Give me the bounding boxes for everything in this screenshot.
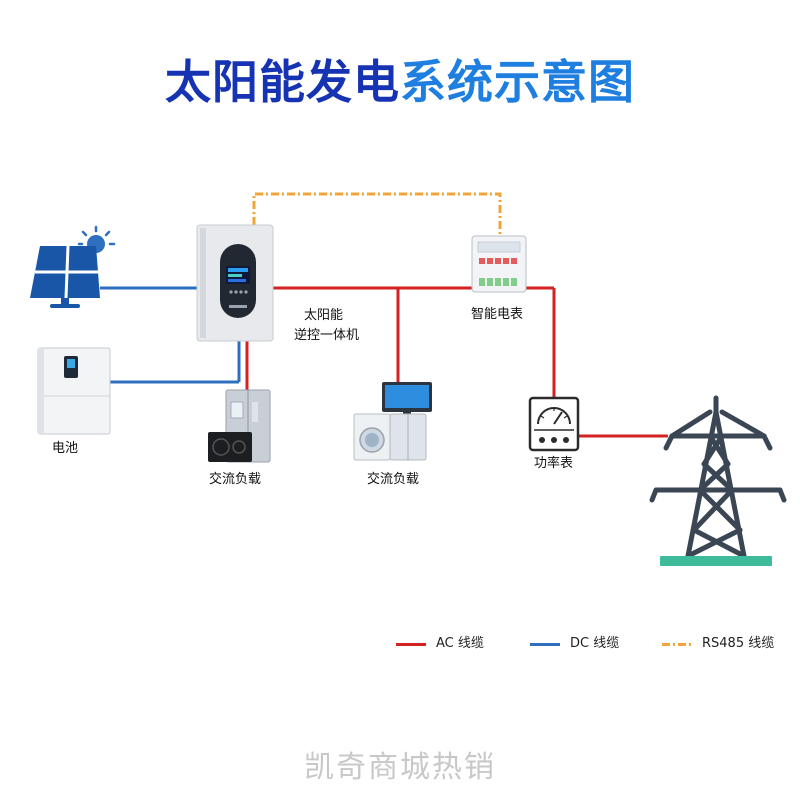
rs485-cable (252, 192, 502, 236)
power-meter-icon (528, 396, 580, 452)
inverter-label-line1: 太阳能 (304, 308, 344, 323)
diagram-title: 太阳能发电系统示意图 (0, 52, 800, 112)
title-part-1: 太阳能发电 (165, 55, 400, 109)
legend-rs485-label: RS485 线缆 (702, 636, 775, 651)
ac-load-1-image (208, 389, 271, 463)
legend-dc-swatch (530, 643, 560, 646)
battery-label: 电池 (52, 441, 79, 456)
watermark-text: 凯奇商城热销 (304, 750, 496, 785)
power-tower-icon (649, 395, 787, 559)
legend-rs485-swatch (662, 643, 692, 646)
battery-image (37, 347, 111, 435)
legend-ac-swatch (396, 643, 426, 646)
inverter-label-line2: 逆控一体机 (294, 328, 360, 343)
legend-dc-label: DC 线缆 (570, 636, 620, 651)
smart-meter-label: 智能电表 (471, 307, 524, 322)
title-part-2: 系统示意图 (400, 55, 635, 109)
solar-panel-icon (30, 225, 116, 308)
legend-ac-label: AC 线缆 (436, 636, 484, 651)
solar-inverter-image (196, 224, 274, 342)
ac-load-1-label: 交流负载 (209, 472, 262, 487)
tower-base (660, 556, 772, 566)
power-meter-label: 功率表 (534, 456, 574, 471)
dc-cables (100, 286, 241, 384)
ac-load-2-image (353, 382, 432, 461)
ac-load-2-label: 交流负载 (367, 472, 420, 487)
smart-meter-image (471, 235, 527, 293)
